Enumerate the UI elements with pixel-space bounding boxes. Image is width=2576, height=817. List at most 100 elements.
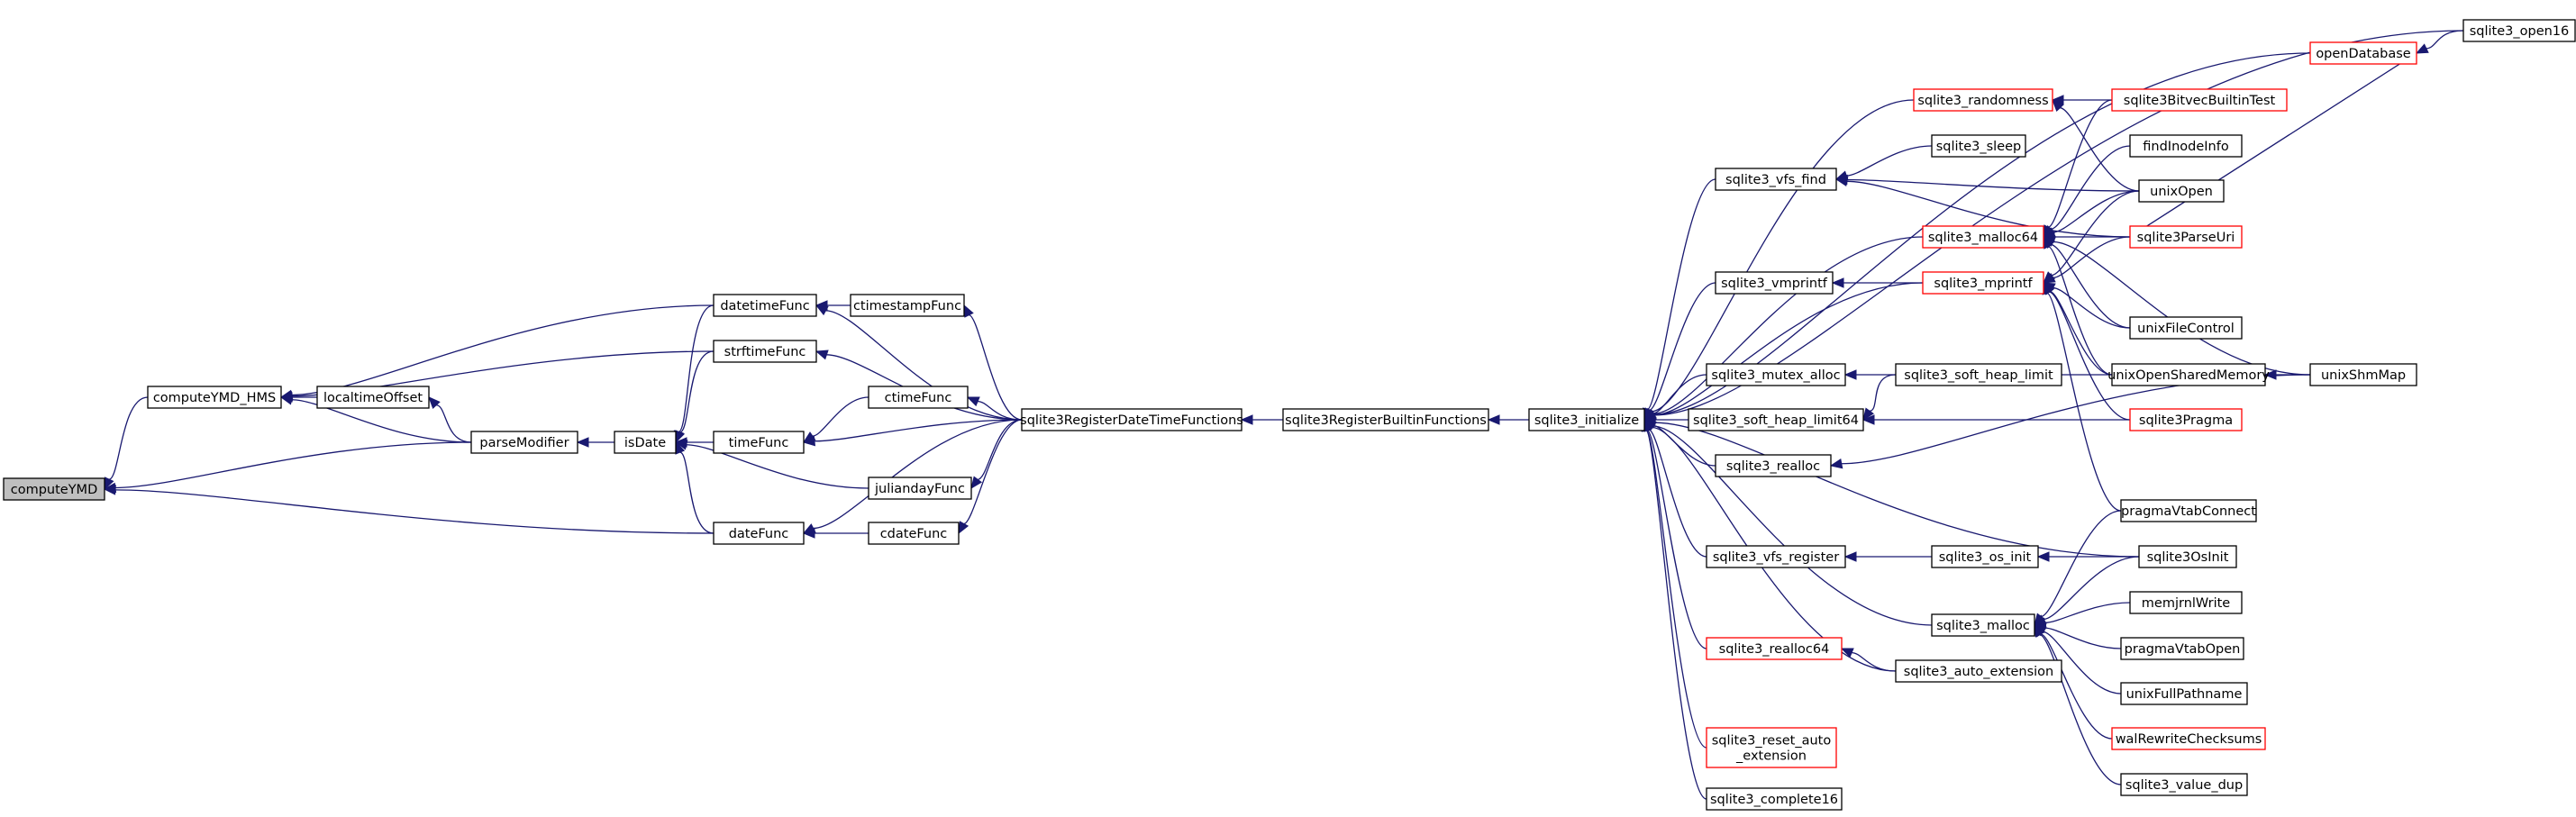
edge-unix-file-control-to-sqlite3-mprintf bbox=[2042, 282, 2131, 329]
edge-line bbox=[2044, 627, 2122, 649]
node-box bbox=[1706, 545, 1846, 568]
node-cdate-func[interactable]: cdateFunc bbox=[868, 522, 960, 545]
node-unix-full-pathname[interactable]: unixFullPathname bbox=[2120, 682, 2248, 705]
node-box bbox=[2138, 179, 2225, 203]
node-strftime-func[interactable]: strftimeFunc bbox=[713, 340, 817, 363]
node-sqlite3-soft-heap-limit64[interactable]: sqlite3_soft_heap_limit64 bbox=[1688, 408, 1864, 431]
edge-sqlite3-register-date-time-functions-to-strftime-func bbox=[815, 349, 1023, 421]
edge-line bbox=[2039, 633, 2122, 785]
edge-line bbox=[679, 451, 715, 534]
edge-sqlite3-os-init-to-sqlite3-malloc bbox=[2033, 556, 2140, 626]
edge-sqlite3-parse-uri-to-sqlite3-vfs-find bbox=[1834, 176, 2131, 238]
node-datetime-func[interactable]: datetimeFunc bbox=[713, 294, 817, 317]
edge-sqlite3-malloc64-to-sqlite3-initialize bbox=[1643, 236, 1924, 421]
edge-is-date-to-parse-modifier bbox=[576, 437, 615, 448]
node-find-inode-info[interactable]: findInodeInfo bbox=[2129, 134, 2243, 158]
node-sqlite3-vmprintf[interactable]: sqlite3_vmprintf bbox=[1715, 271, 1834, 295]
node-box bbox=[1282, 408, 1489, 431]
node-sqlite3-os-init[interactable]: sqlite3OsInit bbox=[2138, 545, 2237, 568]
node-julianday-func[interactable]: juliandayFunc bbox=[868, 477, 972, 500]
arrowhead bbox=[576, 437, 589, 448]
edge-sqlite3-register-date-time-functions-to-time-func bbox=[802, 419, 1023, 447]
node-label: sqlite3_os_init bbox=[1939, 550, 2032, 565]
edge-sqlite3-mprintf-to-sqlite3-vmprintf bbox=[1831, 277, 1923, 288]
node-parse-modifier[interactable]: parseModifier bbox=[470, 431, 578, 454]
node-label: dateFunc bbox=[729, 527, 789, 541]
node-sqlite3-open16[interactable]: sqlite3_open16 bbox=[2462, 19, 2576, 42]
node-box bbox=[850, 294, 965, 317]
node-sqlite3-vfs-find[interactable]: sqlite3_vfs_find bbox=[1715, 168, 1837, 191]
node-unix-open[interactable]: unixOpen bbox=[2138, 179, 2225, 203]
node-unix-shm-map[interactable]: unixShmMap bbox=[2309, 363, 2417, 386]
node-date-func[interactable]: dateFunc bbox=[713, 522, 805, 545]
node-sqlite3-randomness[interactable]: sqlite3_randomness bbox=[1913, 88, 2053, 112]
edge-sqlite3-os-init-to-sqlite3-vfs-register bbox=[1843, 551, 1932, 562]
node-sqlite3-vfs-register[interactable]: sqlite3_vfs_register bbox=[1706, 545, 1846, 568]
edge-layer bbox=[103, 30, 2464, 800]
edge-line bbox=[1646, 429, 1707, 649]
edge-line bbox=[114, 489, 715, 534]
edge-datetime-func-to-compute-ymd-hms bbox=[279, 304, 715, 401]
node-compute-ymd[interactable]: computeYMD bbox=[3, 477, 105, 501]
node-label: sqlite3OsInit bbox=[2147, 550, 2229, 565]
node-sqlite3-mutex-alloc[interactable]: sqlite3_mutex_alloc bbox=[1706, 363, 1846, 386]
node-sqlite3-register-builtin-functions[interactable]: sqlite3RegisterBuiltinFunctions bbox=[1282, 408, 1489, 431]
node-sqlite3-value-dup[interactable]: sqlite3_value_dup bbox=[2120, 773, 2248, 796]
node-sqlite3-auto-extension[interactable]: sqlite3_auto_extension bbox=[1895, 659, 2062, 683]
node-sqlite3-os-init[interactable]: sqlite3_os_init bbox=[1931, 545, 2039, 568]
node-sqlite3-malloc64[interactable]: sqlite3_malloc64 bbox=[1922, 225, 2044, 249]
node-open-database[interactable]: openDatabase bbox=[2309, 41, 2417, 65]
node-sqlite3-pragma[interactable]: sqlite3Pragma bbox=[2129, 408, 2243, 431]
arrowhead bbox=[103, 485, 116, 495]
node-sqlite3-realloc[interactable]: sqlite3_realloc bbox=[1715, 454, 1832, 477]
node-sqlite3-parse-uri[interactable]: sqlite3ParseUri bbox=[2129, 225, 2243, 249]
node-wal-rewrite-checksums[interactable]: walRewriteChecksums bbox=[2111, 727, 2266, 750]
node-is-date[interactable]: isDate bbox=[614, 431, 677, 454]
node-box bbox=[868, 477, 972, 500]
edge-unix-open-shared-memory-to-sqlite3-mprintf bbox=[2043, 281, 2113, 376]
node-label: isDate bbox=[624, 436, 666, 450]
node-sqlite3-mprintf[interactable]: sqlite3_mprintf bbox=[1922, 271, 2044, 295]
node-label: ctimestampFunc bbox=[853, 299, 961, 313]
node-sqlite3-soft-heap-limit[interactable]: sqlite3_soft_heap_limit bbox=[1895, 363, 2062, 386]
node-unix-file-control[interactable]: unixFileControl bbox=[2129, 316, 2243, 340]
node-sqlite3-realloc64[interactable]: sqlite3_realloc64 bbox=[1706, 637, 1843, 660]
node-localtime-offset[interactable]: localtimeOffset bbox=[316, 386, 430, 409]
node-label: ctimeFunc bbox=[885, 391, 952, 405]
node-box bbox=[1895, 363, 2062, 386]
node-sqlite3-register-date-time-functions[interactable]: sqlite3RegisterDateTimeFunctions bbox=[1020, 408, 1243, 431]
node-label: memjrnlWrite bbox=[2142, 596, 2230, 611]
node-box bbox=[2120, 499, 2257, 522]
edge-line bbox=[1645, 430, 1707, 749]
node-label: sqlite3RegisterDateTimeFunctions bbox=[1020, 413, 1243, 428]
node-pragma-vtab-connect[interactable]: pragmaVtabConnect bbox=[2120, 499, 2257, 522]
edge-sqlite3-pragma-to-sqlite3-mprintf bbox=[2043, 281, 2131, 421]
node-label: sqlite3ParseUri bbox=[2137, 231, 2235, 245]
node-sqlite3-initialize[interactable]: sqlite3_initialize bbox=[1528, 408, 1645, 431]
node-ctimestamp-func[interactable]: ctimestampFunc bbox=[850, 294, 965, 317]
arrowhead bbox=[2042, 273, 2056, 284]
node-box bbox=[1931, 545, 2039, 568]
node-time-func[interactable]: timeFunc bbox=[713, 431, 805, 454]
node-box bbox=[470, 431, 578, 454]
node-box bbox=[1706, 363, 1846, 386]
node-ctime-func[interactable]: ctimeFunc bbox=[868, 386, 969, 409]
node-label: sqlite3_soft_heap_limit64 bbox=[1693, 413, 1859, 428]
node-sqlite3-reset-auto-extension[interactable]: sqlite3_reset_auto_extension bbox=[1706, 727, 1837, 768]
node-label: sqlite3_malloc64 bbox=[1928, 231, 2038, 245]
node-box bbox=[614, 431, 677, 454]
node-compute-ymd-hms[interactable]: computeYMD_HMS bbox=[147, 386, 282, 409]
node-unix-open-shared-memory[interactable]: unixOpenSharedMemory bbox=[2107, 363, 2270, 386]
node-sqlite3-sleep[interactable]: sqlite3_sleep bbox=[1931, 134, 2026, 158]
edge-sqlite3-pragma-to-sqlite3-soft-heap-limit64 bbox=[1861, 414, 2130, 425]
node-sqlite3-complete16[interactable]: sqlite3_complete16 bbox=[1706, 787, 1843, 811]
node-memjrnl-write[interactable]: memjrnlWrite bbox=[2129, 591, 2243, 614]
node-pragma-vtab-open[interactable]: pragmaVtabOpen bbox=[2120, 637, 2244, 660]
node-box bbox=[1715, 168, 1837, 191]
edge-line bbox=[1653, 236, 1924, 415]
edge-line bbox=[2426, 30, 2464, 50]
node-sqlite3-bitvec-builtin-test[interactable]: sqlite3BitvecBuiltinTest bbox=[2111, 88, 2288, 112]
node-sqlite3-malloc[interactable]: sqlite3_malloc bbox=[1931, 613, 2035, 637]
edge-line bbox=[2053, 236, 2131, 279]
edge-sqlite3-register-date-time-functions-to-date-func bbox=[802, 419, 1023, 534]
